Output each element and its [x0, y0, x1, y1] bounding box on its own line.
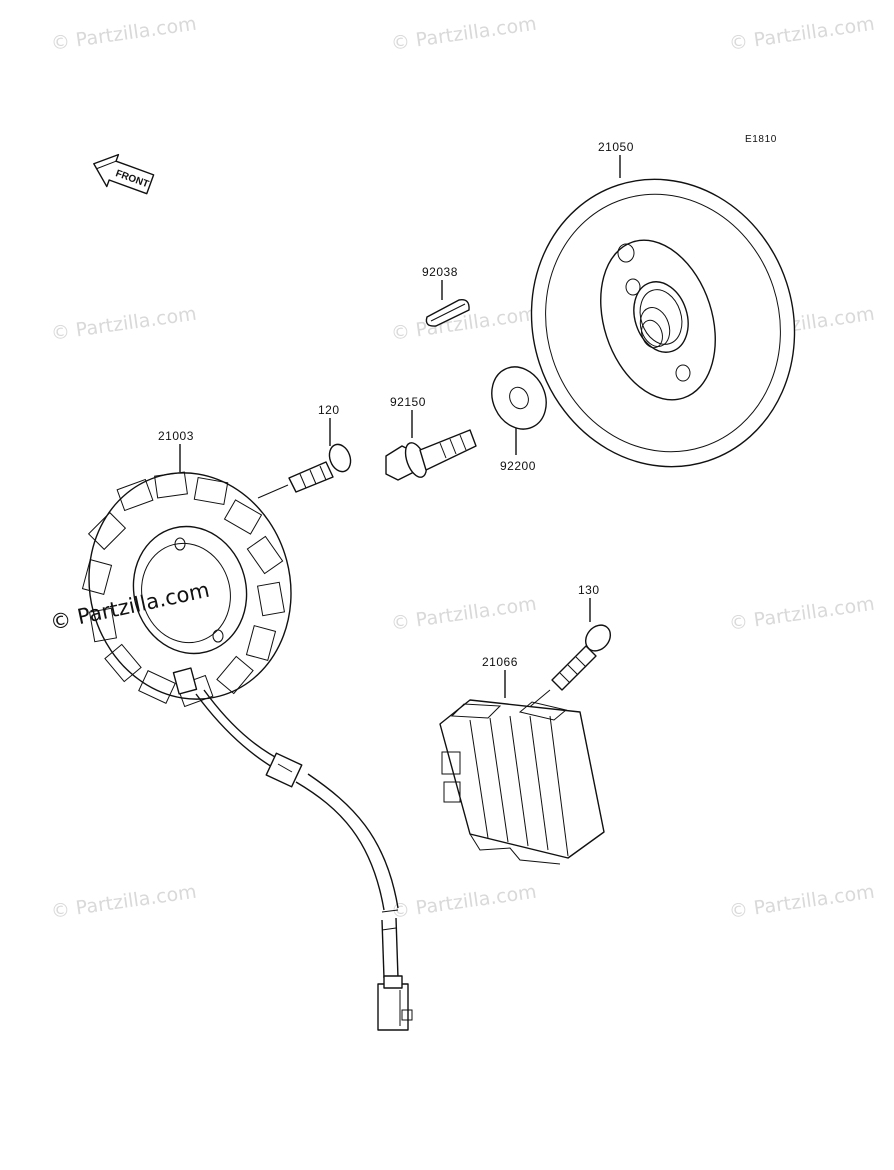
- part-number-92150[interactable]: 92150: [390, 395, 426, 409]
- flywheel[interactable]: [495, 145, 832, 501]
- part-number-92038[interactable]: 92038: [422, 265, 458, 279]
- watermark: © Partzilla.com: [50, 881, 198, 923]
- stator-wire-harness: [195, 689, 413, 1031]
- part-number-21050[interactable]: 21050: [598, 140, 634, 154]
- stator[interactable]: [64, 450, 316, 722]
- watermark: © Partzilla.com: [390, 13, 538, 55]
- woodruff-key[interactable]: [425, 299, 470, 327]
- watermark: © Partzilla.com: [390, 881, 538, 923]
- diagram-code: E1810: [745, 134, 777, 145]
- washer[interactable]: [482, 358, 556, 438]
- watermark: © Partzilla.com: [728, 881, 876, 923]
- flange-bolt[interactable]: [385, 429, 477, 481]
- part-number-130[interactable]: 130: [578, 583, 600, 597]
- watermark: © Partzilla.com: [390, 593, 538, 635]
- watermark: © Partzilla.com: [728, 593, 876, 635]
- watermark: © Partzilla.com: [50, 303, 198, 345]
- regulator-rectifier[interactable]: [439, 699, 605, 865]
- part-number-21003[interactable]: 21003: [158, 429, 194, 443]
- part-number-92200[interactable]: 92200: [500, 459, 536, 473]
- stator-bolt[interactable]: [288, 441, 354, 493]
- regulator-bolt[interactable]: [551, 620, 615, 691]
- part-number-120[interactable]: 120: [318, 403, 340, 417]
- watermark: © Partzilla.com: [50, 13, 198, 55]
- watermark: © Partzilla.com: [728, 13, 876, 55]
- front-arrow-icon: FRONT: [93, 153, 155, 195]
- part-number-21066[interactable]: 21066: [482, 655, 518, 669]
